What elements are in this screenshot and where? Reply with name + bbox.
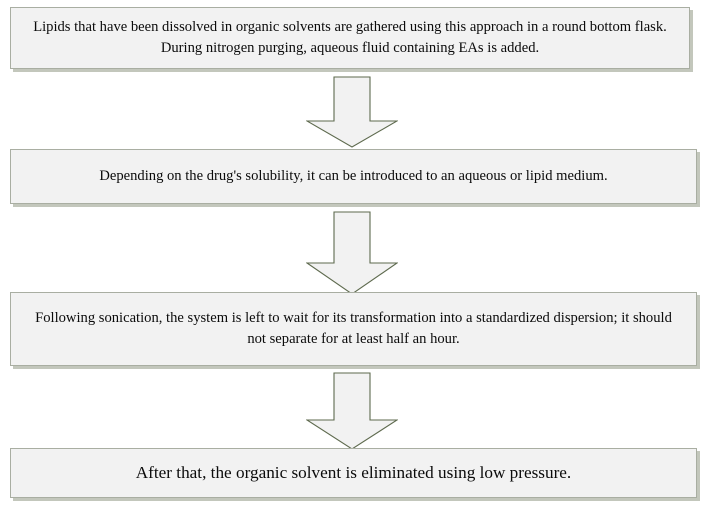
flowchart-connector-2-down-arrow-icon [306, 211, 398, 295]
flowchart-connector-1-down-arrow-icon [306, 76, 398, 148]
flowchart-step-3-label: Following sonication, the system is left… [35, 309, 672, 347]
flowchart-step-2: Depending on the drug's solubility, it c… [10, 149, 697, 204]
flowchart-connector-3-down-arrow-icon [306, 372, 398, 450]
flowchart-step-2-label: Depending on the drug's solubility, it c… [99, 167, 608, 184]
flowchart-step-4: After that, the organic solvent is elimi… [10, 448, 697, 498]
flowchart-step-1: Lipids that have been dissolved in organ… [10, 7, 690, 69]
flowchart-step-3: Following sonication, the system is left… [10, 292, 697, 366]
flowchart-step-4-label: After that, the organic solvent is elimi… [135, 462, 572, 482]
flowchart-step-1-label: Lipids that have been dissolved in organ… [33, 18, 667, 56]
